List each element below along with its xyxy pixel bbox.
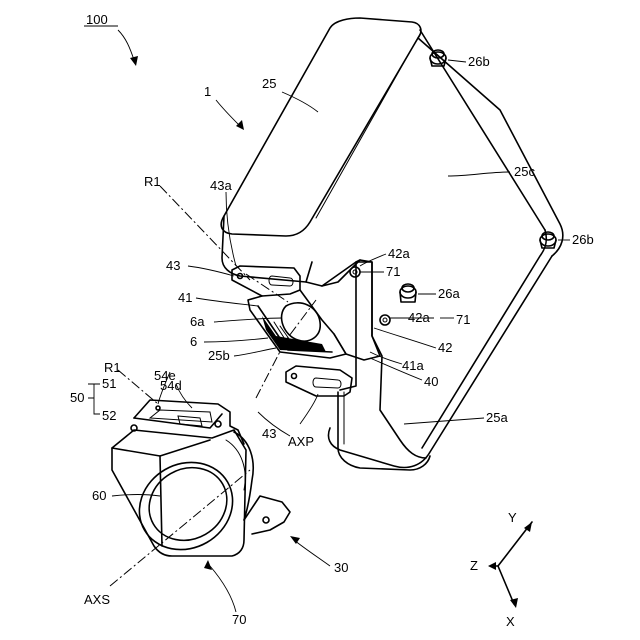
connectors bbox=[350, 50, 556, 325]
label-42a-top: 42a bbox=[388, 246, 410, 261]
lens-60 bbox=[123, 446, 248, 567]
sensor-6 bbox=[262, 316, 326, 352]
label-60: 60 bbox=[92, 488, 106, 503]
housing-lower-right-edge bbox=[422, 230, 546, 448]
hole-54e bbox=[156, 406, 160, 410]
connector-26b-top bbox=[430, 50, 446, 66]
label-41: 41 bbox=[178, 290, 192, 305]
label-25: 25 bbox=[262, 76, 276, 91]
screw-71-bottom bbox=[380, 315, 390, 325]
label-40: 40 bbox=[424, 374, 438, 389]
label-41a: 41a bbox=[402, 358, 424, 373]
label-25a: 25a bbox=[486, 410, 508, 425]
label-43-bottom: 43 bbox=[262, 426, 276, 441]
label-50: 50 bbox=[70, 390, 84, 405]
label-R1-left: R1 bbox=[104, 360, 121, 375]
holder-screw-right bbox=[215, 421, 221, 427]
connector-26a bbox=[400, 284, 416, 302]
axis-R1-left bbox=[118, 370, 158, 404]
label-43a: 43a bbox=[210, 178, 232, 193]
label-70: 70 bbox=[232, 612, 246, 627]
screw-71-top bbox=[350, 267, 360, 277]
label-26a: 26a bbox=[438, 286, 460, 301]
label-R1-top: R1 bbox=[144, 174, 161, 189]
coordinate-triad bbox=[488, 522, 532, 608]
housing-front-bottom-edge bbox=[338, 392, 430, 470]
leaders bbox=[84, 26, 570, 612]
housing-side-face bbox=[222, 216, 312, 282]
label-71-top: 71 bbox=[386, 264, 400, 279]
label-Z: Z bbox=[470, 558, 478, 573]
label-25c: 25c bbox=[514, 164, 535, 179]
hole-43-lower bbox=[292, 374, 297, 379]
label-54d: 54d bbox=[160, 378, 182, 393]
label-26b-right: 26b bbox=[572, 232, 594, 247]
label-43-top: 43 bbox=[166, 258, 180, 273]
label-52: 52 bbox=[102, 408, 116, 423]
lens-unit-50 bbox=[112, 400, 290, 566]
plate-42 bbox=[322, 262, 380, 360]
lens-holder-51 bbox=[134, 400, 244, 444]
label-AXS: AXS bbox=[84, 592, 110, 607]
label-100: 100 bbox=[86, 12, 108, 27]
housing-top-face bbox=[221, 18, 421, 236]
label-51: 51 bbox=[102, 376, 116, 391]
housing-top-inner-edge bbox=[316, 34, 420, 218]
label-71-bottom: 71 bbox=[456, 312, 470, 327]
plate-43-lower bbox=[286, 366, 352, 396]
tab-screw bbox=[263, 517, 269, 523]
label-6a: 6a bbox=[190, 314, 205, 329]
tab-70 bbox=[244, 496, 290, 534]
label-26b-top: 26b bbox=[468, 54, 490, 69]
label-Y: Y bbox=[508, 510, 517, 525]
axis-AXS bbox=[110, 470, 250, 586]
label-30: 30 bbox=[334, 560, 348, 575]
lens-front-rim bbox=[112, 440, 210, 456]
label-6: 6 bbox=[190, 334, 197, 349]
axis-arrow-X bbox=[498, 566, 514, 604]
label-1: 1 bbox=[204, 84, 211, 99]
axes-lines bbox=[110, 186, 316, 586]
label-AXP: AXP bbox=[288, 434, 314, 449]
housing-side-rim bbox=[340, 260, 360, 390]
label-42: 42 bbox=[438, 340, 452, 355]
label-25b: 25b bbox=[208, 348, 230, 363]
label-X: X bbox=[506, 614, 515, 629]
connector-26b-right bbox=[540, 232, 556, 248]
slot-43-lower bbox=[313, 378, 341, 388]
label-42a-bottom: 42a bbox=[408, 310, 430, 325]
